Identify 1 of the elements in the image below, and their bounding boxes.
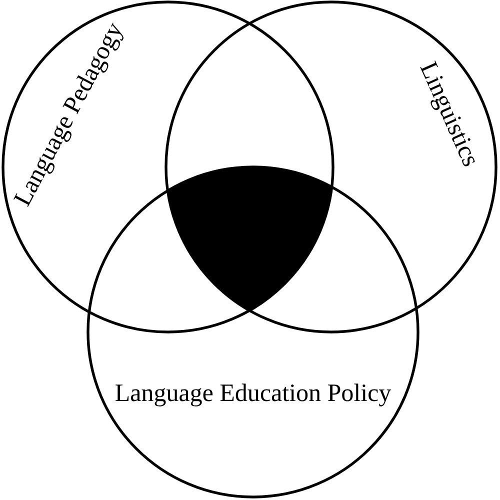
overlap-region	[168, 167, 332, 310]
